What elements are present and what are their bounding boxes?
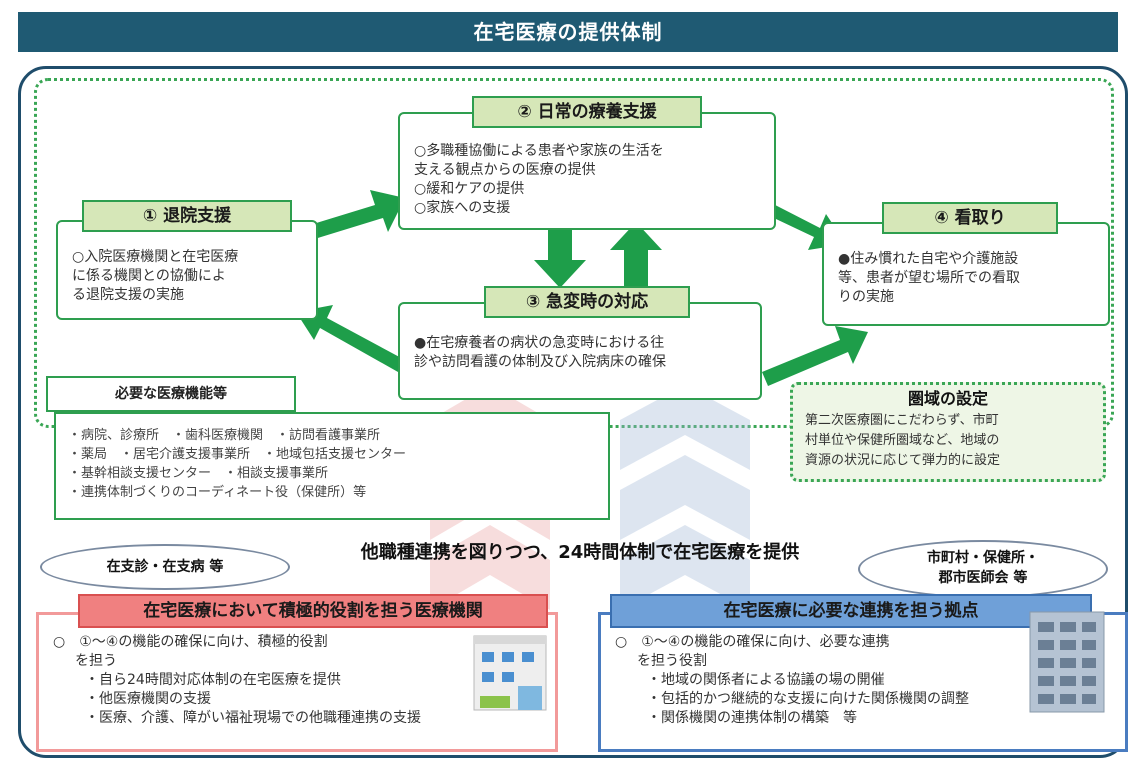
end-of-life-box: ●住み慣れた自宅や介護施設 等、患者が望む場所での看取 りの実施 bbox=[822, 222, 1110, 326]
coordination-base-line: ・地域の関係者による協議の場の開催 bbox=[647, 672, 885, 688]
blue-up-chevron-1 bbox=[620, 385, 750, 470]
arrow-emergency-to-discharge bbox=[296, 305, 405, 372]
coordination-base-line: を担う役割 bbox=[637, 653, 707, 669]
office-building-icon bbox=[1029, 611, 1105, 713]
red-up-chevron-3 bbox=[430, 525, 550, 610]
active-role-line: ・他医療機関の支援 bbox=[85, 691, 211, 707]
area-setting-line: 村単位や保健所圏域など、地域の bbox=[805, 433, 1000, 448]
daily-support-line: ○緩和ケアの提供 bbox=[414, 181, 525, 197]
bubble-left: 在支診・在支病 等 bbox=[40, 544, 290, 590]
emergency-line: ●在宅療養者の病状の急変時における往 bbox=[414, 335, 665, 351]
area-setting-title: 圏域の設定 bbox=[907, 389, 988, 408]
active-role-line: ・自ら24時間対応体制の在宅医療を提供 bbox=[85, 672, 341, 688]
bubble-right-line: 郡市医師会 等 bbox=[938, 570, 1028, 586]
arrow-up-to-daily bbox=[610, 222, 662, 286]
required-functions-line: ・病院、診療所 ・歯科医療機関 ・訪問看護事業所 bbox=[68, 428, 381, 443]
discharge-support-line: る退院支援の実施 bbox=[72, 287, 184, 303]
end-of-life-label: ④ 看取り bbox=[882, 202, 1058, 234]
hospital-building-icon bbox=[473, 635, 547, 711]
area-setting-box: 圏域の設定 第二次医療圏にこだわらず、市町 村単位や保健所圏域など、地域の 資源… bbox=[790, 382, 1106, 482]
daily-support-line: 支える観点からの医療の提供 bbox=[414, 162, 596, 178]
active-role-line: を担う bbox=[75, 653, 117, 669]
blue-up-chevron-3 bbox=[620, 525, 750, 610]
bubble-right-line: 市町村・保健所・ bbox=[927, 550, 1039, 566]
discharge-support-line: に係る機関との協働によ bbox=[72, 268, 226, 284]
discharge-support-line: ○入院医療機関と在宅医療 bbox=[72, 249, 239, 265]
area-setting-line: 資源の状況に応じて弾力的に設定 bbox=[805, 453, 1001, 468]
daily-support-line: ○家族への支援 bbox=[414, 200, 511, 216]
discharge-support-box: ○入院医療機関と在宅医療 に係る機関との協働によ る退院支援の実施 bbox=[56, 220, 318, 320]
required-functions-line: ・基幹相談支援センター ・相談支援事業所 bbox=[68, 466, 329, 481]
center-message: 他職種連携を図りつつ、24時間体制で在宅医療を提供 bbox=[360, 542, 800, 563]
discharge-support-label: ① 退院支援 bbox=[82, 200, 292, 232]
active-role-line: ・医療、介護、障がい福祉現場での他職種連携の支援 bbox=[85, 710, 421, 726]
arrow-emergency-to-endoflife bbox=[762, 326, 868, 386]
required-functions-line: ・連携体制づくりのコーディネート役（保健所）等 bbox=[68, 485, 367, 500]
required-functions-line: ・薬局 ・居宅介護支援事業所 ・地域包括支援センター bbox=[68, 447, 407, 462]
end-of-life-line: りの実施 bbox=[838, 289, 894, 305]
arrow-down-to-emergency bbox=[534, 224, 586, 288]
bubble-right: 市町村・保健所・ 郡市医師会 等 bbox=[858, 540, 1108, 598]
required-functions-title: 必要な医療機能等 bbox=[46, 376, 296, 412]
emergency-label: ③ 急変時の対応 bbox=[484, 286, 690, 318]
active-role-box: ○ ①～④の機能の確保に向け、積極的役割 を担う ・自ら24時間対応体制の在宅医… bbox=[36, 612, 558, 752]
end-of-life-line: 等、患者が望む場所での看取 bbox=[838, 270, 1020, 286]
page-title: 在宅医療の提供体制 bbox=[18, 12, 1118, 52]
coordination-base-line: ・包括的かつ継続的な支援に向けた関係機関の調整 bbox=[647, 691, 969, 707]
blue-up-chevron-2 bbox=[620, 455, 750, 540]
area-setting-line: 第二次医療圏にこだわらず、市町 bbox=[805, 413, 999, 428]
coordination-base-title: 在宅医療に必要な連携を担う拠点 bbox=[610, 594, 1092, 628]
daily-support-label: ② 日常の療養支援 bbox=[472, 96, 702, 128]
arrow-discharge-to-daily bbox=[300, 190, 405, 241]
active-role-title: 在宅医療において積極的役割を担う医療機関 bbox=[78, 594, 548, 628]
required-functions-box: ・病院、診療所 ・歯科医療機関 ・訪問看護事業所 ・薬局 ・居宅介護支援事業所 … bbox=[54, 412, 610, 520]
outer-frame bbox=[18, 66, 1128, 758]
emergency-box: ●在宅療養者の病状の急変時における往 診や訪問看護の体制及び入院病床の確保 bbox=[398, 302, 762, 400]
active-role-line: ○ ①～④の機能の確保に向け、積極的役割 bbox=[53, 634, 328, 650]
coordination-base-line: ・関係機関の連携体制の構築 等 bbox=[647, 710, 857, 726]
daily-support-line: ○多職種協働による患者や家族の生活を bbox=[414, 143, 664, 159]
daily-support-box: ○多職種協働による患者や家族の生活を 支える観点からの医療の提供 ○緩和ケアの提… bbox=[398, 112, 776, 230]
emergency-line: 診や訪問看護の体制及び入院病床の確保 bbox=[414, 354, 666, 370]
end-of-life-line: ●住み慣れた自宅や介護施設 bbox=[838, 251, 1019, 267]
coordination-base-line: ○ ①～④の機能の確保に向け、必要な連携 bbox=[615, 634, 890, 650]
